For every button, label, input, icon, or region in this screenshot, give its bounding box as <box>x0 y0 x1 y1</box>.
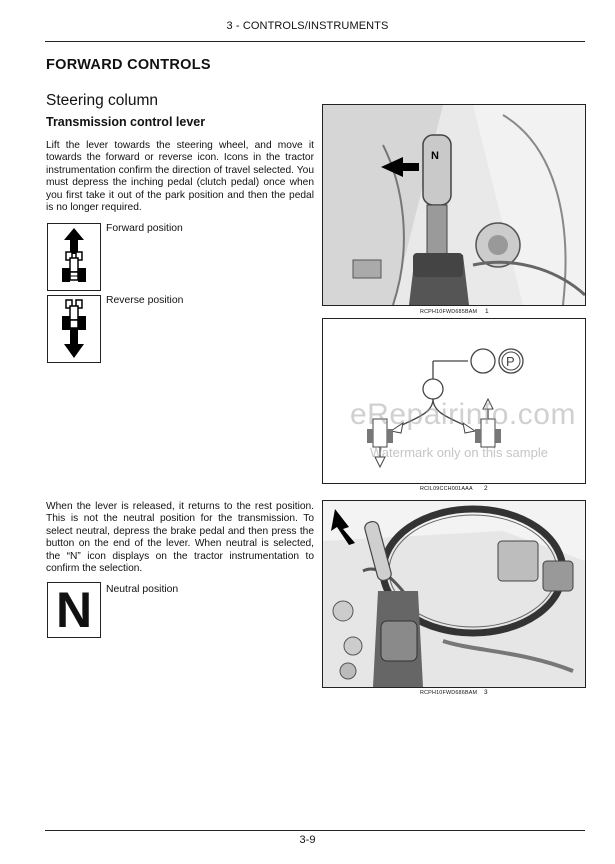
figure-1-lever-letter: N <box>431 150 439 162</box>
running-header: 3 - CONTROLS/INSTRUMENTS <box>226 20 389 32</box>
figure-2-number: 2 <box>484 485 488 492</box>
footer-rule <box>45 830 585 831</box>
figure-1-code: RCPH10FWD685BAM <box>420 309 478 315</box>
figure-3-code: RCPH10FWD686BAM <box>420 690 478 696</box>
neutral-glyph: N <box>55 582 93 638</box>
subsection-title: Steering column <box>46 92 159 109</box>
figure-3-number: 3 <box>484 689 488 696</box>
figure-3-steering-photo <box>322 500 586 688</box>
figure-2-code: RCIL09CCH001AAA <box>420 486 473 492</box>
forward-position-label: Forward position <box>106 223 183 234</box>
release-paragraph: When the lever is released, it returns t… <box>46 501 314 575</box>
watermark-text: eRepairinfo.com <box>350 398 576 431</box>
header-rule <box>45 41 585 42</box>
reverse-position-label: Reverse position <box>106 295 184 306</box>
page-number: 3-9 <box>299 834 316 846</box>
intro-text: Lift the lever towards the steering whee… <box>46 140 314 214</box>
watermark-note: Watermark only on this sample <box>370 445 548 460</box>
subheading: Transmission control lever <box>46 115 206 129</box>
figure-1-lever-photo: N <box>322 104 586 306</box>
neutral-n-icon: N <box>47 582 101 638</box>
forward-tractor-icon <box>47 223 101 291</box>
reverse-tractor-icon <box>47 295 101 363</box>
release-text: When the lever is released, it returns t… <box>46 501 314 575</box>
park-letter: P <box>506 354 515 369</box>
neutral-position-label: Neutral position <box>106 584 179 595</box>
figure-2-direction-diagram: P <box>322 318 586 484</box>
intro-paragraph: Lift the lever towards the steering whee… <box>46 140 314 214</box>
figure-1-number: 1 <box>485 308 489 315</box>
section-title: FORWARD CONTROLS <box>46 57 211 73</box>
